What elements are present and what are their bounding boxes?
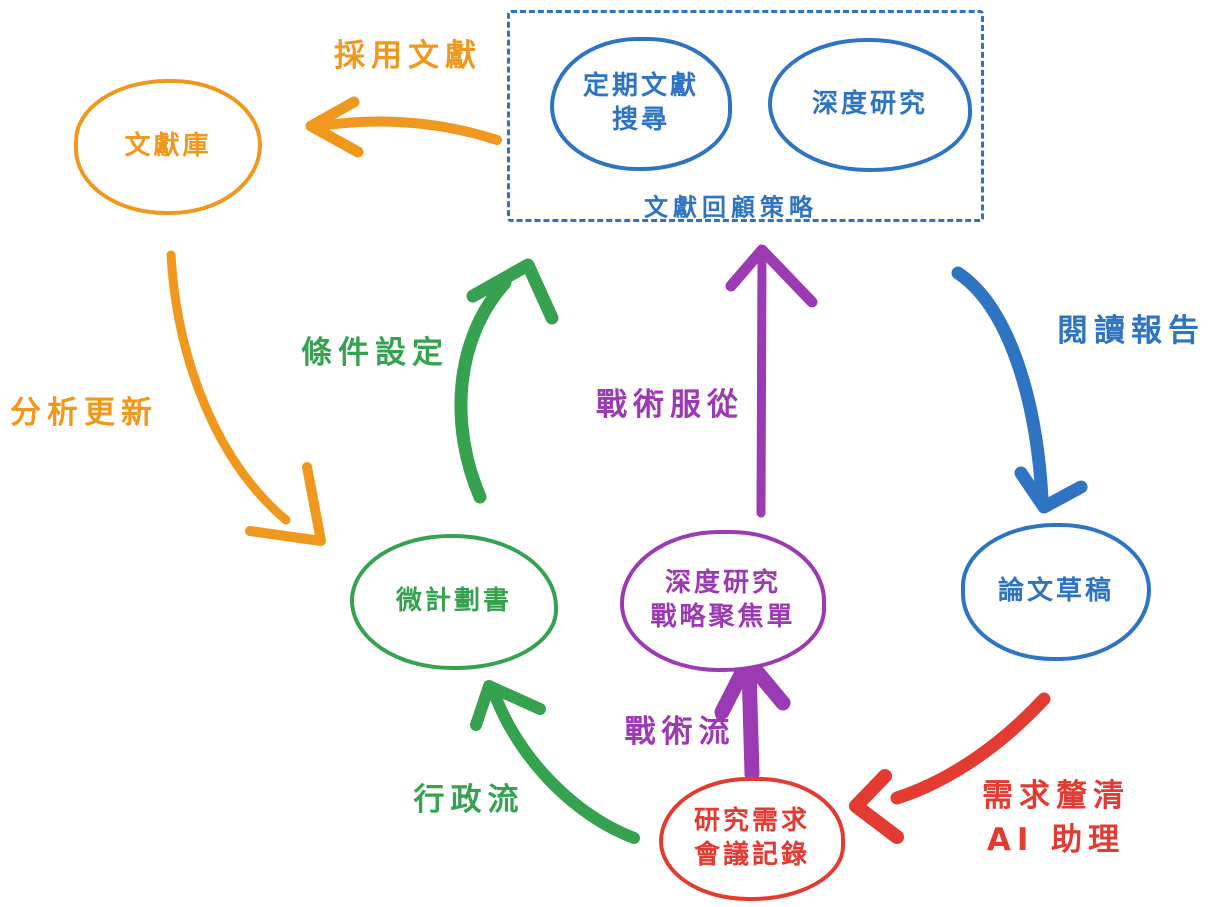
node-research-needs-meeting-minutes: 研究需求 會議記錄 <box>659 777 845 901</box>
edge-label-analysis-update: 分析更新 <box>10 394 158 431</box>
node-label: 深度研究 <box>811 89 928 120</box>
node-deep-research-strategy-focus-sheet: 深度研究 戰略聚焦單 <box>620 530 826 672</box>
arrow-head <box>725 244 818 308</box>
node-label-line: 戰略聚焦單 <box>650 602 796 632</box>
arrow-stem <box>951 266 1049 505</box>
edge-label-administrative-flow: 行政流 <box>413 781 525 818</box>
arrow-head <box>470 680 546 731</box>
condition-setting-arrow <box>454 258 559 504</box>
adopt-literature-arrow <box>305 96 502 158</box>
edge-label-reading-report: 閱讀報告 <box>1057 312 1205 349</box>
edge-label-condition-setting: 條件設定 <box>301 334 449 371</box>
node-label-line: 會議記錄 <box>693 840 810 870</box>
node-micro-proposal: 微計劃書 <box>350 534 558 670</box>
node-label-line: 研究需求 <box>693 806 810 837</box>
arrow-stem <box>315 116 502 145</box>
arrow-stem <box>741 660 760 782</box>
node-label: 文獻庫 <box>124 131 212 162</box>
node-label-line: 定期文獻 <box>582 71 699 102</box>
analysis-update-arrow <box>166 250 326 546</box>
edge-label-line: 需求釐清 <box>982 777 1130 814</box>
node-literature-library: 文獻庫 <box>74 79 262 215</box>
node-paper-draft: 論文草稿 <box>961 523 1151 661</box>
edge-label-line: AI 助理 <box>986 822 1126 858</box>
edge-label-tactical-compliance: 戰術服從 <box>596 386 744 423</box>
arrow-head <box>1014 466 1088 514</box>
arrow-stem <box>756 251 767 518</box>
node-label-line: 深度研究 <box>664 568 781 599</box>
arrow-head <box>849 769 904 844</box>
arrow-stem <box>454 276 512 504</box>
node-label: 微計劃書 <box>395 586 512 617</box>
edge-label-needs-clarification: 需求釐清 AI 助理 <box>982 774 1130 862</box>
tactical-compliance-arrow <box>725 244 818 518</box>
arrow-head <box>466 258 559 325</box>
literature-review-strategy-caption: 文獻回顧策略 <box>644 193 818 222</box>
node-deep-research: 深度研究 <box>768 38 972 172</box>
arrow-stem <box>166 250 291 525</box>
arrow-head <box>245 462 326 546</box>
edge-label-adopt-literature: 採用文獻 <box>334 37 482 74</box>
literature-review-strategy-container <box>507 10 984 222</box>
node-label: 論文草稿 <box>997 576 1114 607</box>
arrow-head <box>305 96 364 158</box>
edge-label-tactical-flow: 戰術流 <box>624 713 736 750</box>
node-label-line: 搜尋 <box>611 105 670 135</box>
node-periodic-literature-search: 定期文獻 搜尋 <box>550 37 732 171</box>
